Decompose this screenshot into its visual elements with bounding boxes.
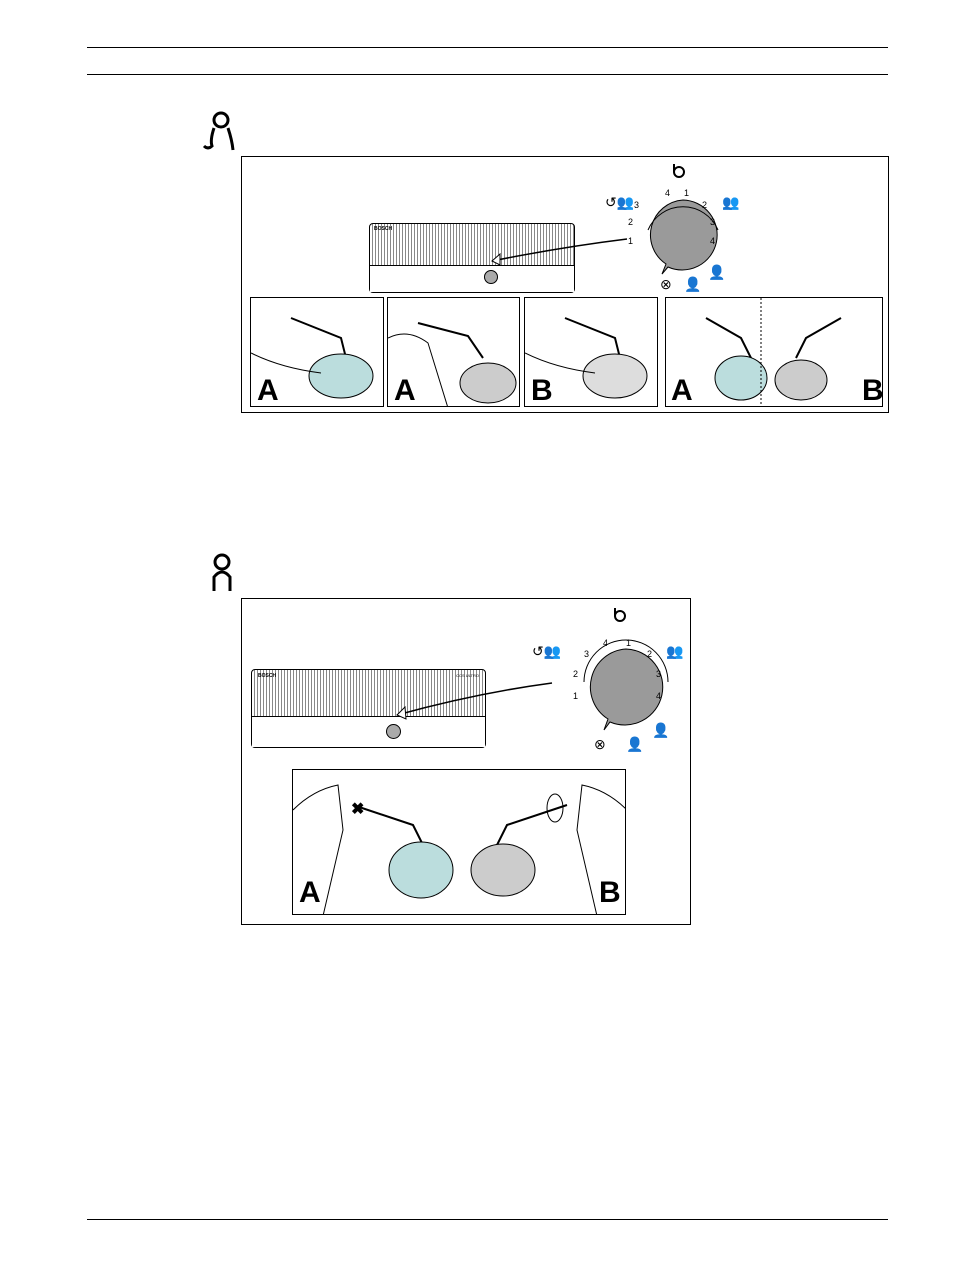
pointer-arrow bbox=[387, 681, 557, 721]
override-speaker-icon: 👤 bbox=[652, 723, 669, 737]
voice-activated-icon: ↺👥 bbox=[532, 644, 561, 658]
voice-activated-icon: ↺👥 bbox=[605, 195, 634, 209]
dial-tick-top-1: 1 bbox=[684, 189, 689, 198]
panel-label: B bbox=[599, 878, 621, 908]
dial-tick-right-2: 2 bbox=[702, 201, 707, 210]
single-speaker-icon: 👤 bbox=[684, 277, 701, 291]
dial-tick-top-4: 4 bbox=[603, 639, 608, 648]
unit-knob bbox=[484, 270, 498, 284]
power-icon bbox=[613, 607, 627, 623]
dial-tick-left-3: 3 bbox=[584, 650, 589, 659]
panel-label: A bbox=[257, 376, 279, 406]
footer-rule bbox=[87, 1219, 888, 1220]
panel-label: A bbox=[394, 376, 416, 406]
power-icon bbox=[672, 163, 686, 179]
dial-tick-left-2: 2 bbox=[573, 670, 578, 679]
unit-brand: BOSCH bbox=[258, 673, 276, 679]
single-speaker-icon bbox=[206, 553, 238, 593]
unit-model: CCS ULTRO bbox=[456, 673, 479, 678]
dial-tick-right-4: 4 bbox=[710, 237, 715, 246]
panel-4: A B bbox=[665, 297, 883, 407]
panel-label: B bbox=[862, 376, 883, 406]
figure-1: 3 2 1 4 1 2 3 4 ↺👥 👥 ⊗ 👤 👤 BOSCH A A B A… bbox=[241, 156, 889, 413]
header-rule-bottom bbox=[87, 74, 888, 75]
single-speaker-icon: 👤 bbox=[626, 737, 643, 751]
figure-2: 3 2 1 4 1 2 3 4 ↺👥 👥 ⊗ 👤 👤 BOSCH CCS ULT… bbox=[241, 598, 691, 925]
panel-scene: ✖ A B bbox=[292, 769, 626, 915]
dial-tick-top-1: 1 bbox=[626, 639, 631, 648]
mute-icon: ⊗ bbox=[660, 277, 672, 291]
dial-tick-right-3: 3 bbox=[710, 218, 715, 227]
svg-text:✖: ✖ bbox=[351, 801, 364, 818]
header-rule-top bbox=[87, 47, 888, 48]
panel-2: A bbox=[387, 297, 520, 407]
mute-icon: ⊗ bbox=[594, 737, 606, 751]
panel-label: A bbox=[299, 878, 321, 908]
pointer-arrow bbox=[482, 237, 632, 267]
unit-knob bbox=[386, 724, 401, 739]
group-icon: 👥 bbox=[666, 644, 683, 658]
dial-tick-right-3: 3 bbox=[656, 670, 661, 679]
panel-label: B bbox=[531, 376, 553, 406]
unit-brand: BOSCH bbox=[374, 226, 392, 232]
group-icon: 👥 bbox=[722, 195, 739, 209]
panel-3: B bbox=[524, 297, 658, 407]
panel-label: A bbox=[671, 376, 693, 406]
dial-tick-right-2: 2 bbox=[647, 650, 652, 659]
override-speaker-icon: 👤 bbox=[708, 265, 725, 279]
dial-tick-right-4: 4 bbox=[656, 692, 661, 701]
single-speaker-override-icon bbox=[200, 110, 238, 152]
panel-1: A bbox=[250, 297, 384, 407]
dial-tick-left-1: 1 bbox=[573, 692, 578, 701]
dial-tick-left-3: 3 bbox=[634, 201, 639, 210]
dial-tick-left-2: 2 bbox=[628, 218, 633, 227]
dial-tick-top-4: 4 bbox=[665, 189, 670, 198]
